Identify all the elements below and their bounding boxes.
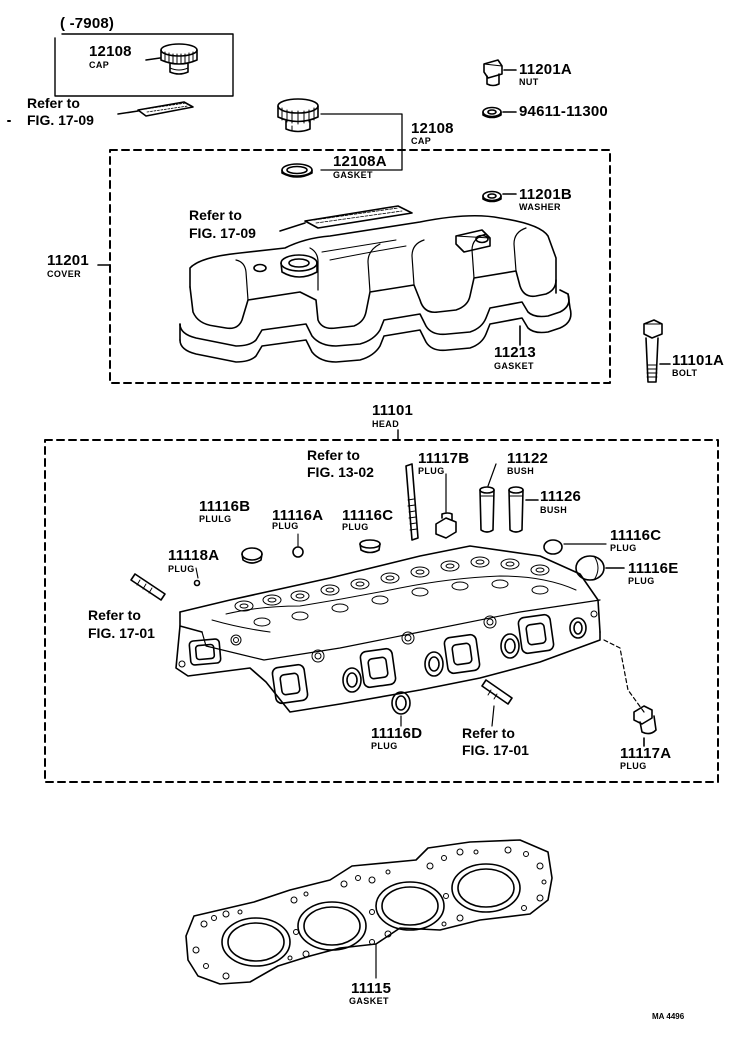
part-name-nut: NUT [519, 77, 539, 87]
inset-date-range: ( -7908) [60, 15, 115, 32]
part-name-plug-11116D: PLUG [371, 741, 398, 751]
part-name-cap: CAP [411, 136, 432, 146]
part-name-cap-inset: CAP [89, 60, 110, 70]
plug-11118A-icon [193, 579, 201, 587]
part-name-bolt: BOLT [672, 368, 698, 378]
part-name-bush-11126: BUSH [540, 505, 568, 515]
part-number-11101A: 11101A [672, 352, 725, 369]
part-name-washer: WASHER [519, 202, 561, 212]
part-number-11116C-left: 11116C [342, 507, 394, 524]
part-number-11116C-right: 11116C [610, 527, 662, 544]
part-number-11118A: 11118A [168, 547, 220, 564]
cap-12108-icon [277, 98, 319, 133]
cylinder-head-icon [175, 545, 601, 713]
part-name-gasket-11213: GASKET [494, 361, 534, 371]
part-number-11201: 11201 [47, 252, 89, 269]
cover-label-plate-icon [279, 205, 413, 232]
bolt-11101A-icon [643, 319, 671, 383]
part-number-11213: 11213 [494, 344, 536, 361]
head-group-box [44, 439, 719, 783]
plug-11116B-icon [241, 547, 263, 564]
part-number-11115: 11115 [351, 980, 392, 997]
refer-fig-17-01-a-line2: FIG. 17-01 [88, 625, 155, 641]
refer-fig-13-02-line2: FIG. 13-02 [307, 464, 374, 480]
part-number-94611-11300: 94611-11300 [519, 103, 608, 120]
part-number-11116E: 11116E [628, 560, 679, 577]
part-number-12108: 12108 [411, 120, 454, 137]
part-name-plug-11117A: PLUG [620, 761, 647, 771]
part-name-plug-11116C-left: PLUG [342, 522, 369, 532]
stud-icon [405, 463, 419, 541]
plug-11117A-icon [603, 639, 657, 747]
part-number-11116A: 11116A [272, 507, 324, 524]
part-name-head: HEAD [372, 419, 400, 429]
inset-cap-icon [145, 43, 198, 75]
plug-11116A-icon [292, 533, 304, 558]
head-gasket-icon [185, 839, 553, 985]
part-number-11101: 11101 [372, 402, 414, 419]
part-number-11201B: 11201B [519, 186, 572, 203]
part-name-plug-11116C-right: PLUG [610, 543, 637, 553]
refer-fig-17-01-b-line1: Refer to [462, 725, 515, 741]
plug-11116E-icon [575, 555, 625, 581]
refer-fig-17-09-a-line1: Refer to [27, 95, 80, 111]
part-number-12108-inset: 12108 [89, 43, 132, 60]
bush-11126-icon [508, 486, 539, 533]
part-number-11116B: 11116B [199, 498, 251, 515]
cover-group-box [109, 149, 611, 384]
refer-fig-17-01-b-line2: FIG. 17-01 [462, 742, 529, 758]
part-name-cover: COVER [47, 269, 82, 279]
part-name-bush-11122: BUSH [507, 466, 535, 476]
plug-11116C-right-icon [543, 539, 607, 555]
refer-fig-17-09-b-line1: Refer to [189, 207, 242, 223]
part-name-plulg: PLULG [199, 514, 232, 524]
part-name-plug-11116A: PLUG [272, 521, 299, 531]
part-number-11117B: 11117B [418, 450, 470, 467]
plug-11116D-icon [391, 691, 411, 727]
refer-fig-17-09-a-line2: FIG. 17-09 [27, 112, 94, 128]
washer-94611-icon [482, 106, 517, 119]
washer-11201B-icon [482, 190, 517, 203]
bush-11122-icon [479, 463, 497, 533]
part-number-11122: 11122 [507, 450, 549, 467]
figure-code: MA 4496 [652, 1012, 685, 1021]
part-name-plug-11117B: PLUG [418, 466, 445, 476]
nut-11201A-icon [483, 59, 517, 87]
label-plate-small-icon [117, 101, 194, 117]
cylinder-head-cover-icon [189, 214, 557, 330]
part-name-gasket-12108A: GASKET [333, 170, 373, 180]
refer-fig-13-02-line1: Refer to [307, 447, 360, 463]
part-name-plug-11116E: PLUG [628, 576, 655, 586]
plug-11117B-icon [435, 473, 457, 539]
part-number-11116D: 11116D [371, 725, 423, 742]
part-name-plug-11118A: PLUG [168, 564, 195, 574]
plug-11116C-left-icon [359, 539, 381, 554]
part-number-12108A: 12108A [333, 153, 387, 170]
part-number-11126: 11126 [540, 488, 582, 505]
refer-fig-17-09-b-line2: FIG. 17-09 [189, 225, 256, 241]
part-name-gasket-11115: GASKET [349, 996, 389, 1006]
cover-gasket-icon [179, 289, 572, 363]
refer-fig-17-01-a-line1: Refer to [88, 607, 141, 623]
gasket-12108A-icon [281, 163, 313, 178]
inset-box [54, 33, 234, 97]
dowel-pin-right-icon [481, 679, 513, 727]
part-number-11117A: 11117A [620, 745, 672, 762]
part-number-11201A: 11201A [519, 61, 572, 78]
dowel-pin-left-icon [130, 573, 166, 601]
